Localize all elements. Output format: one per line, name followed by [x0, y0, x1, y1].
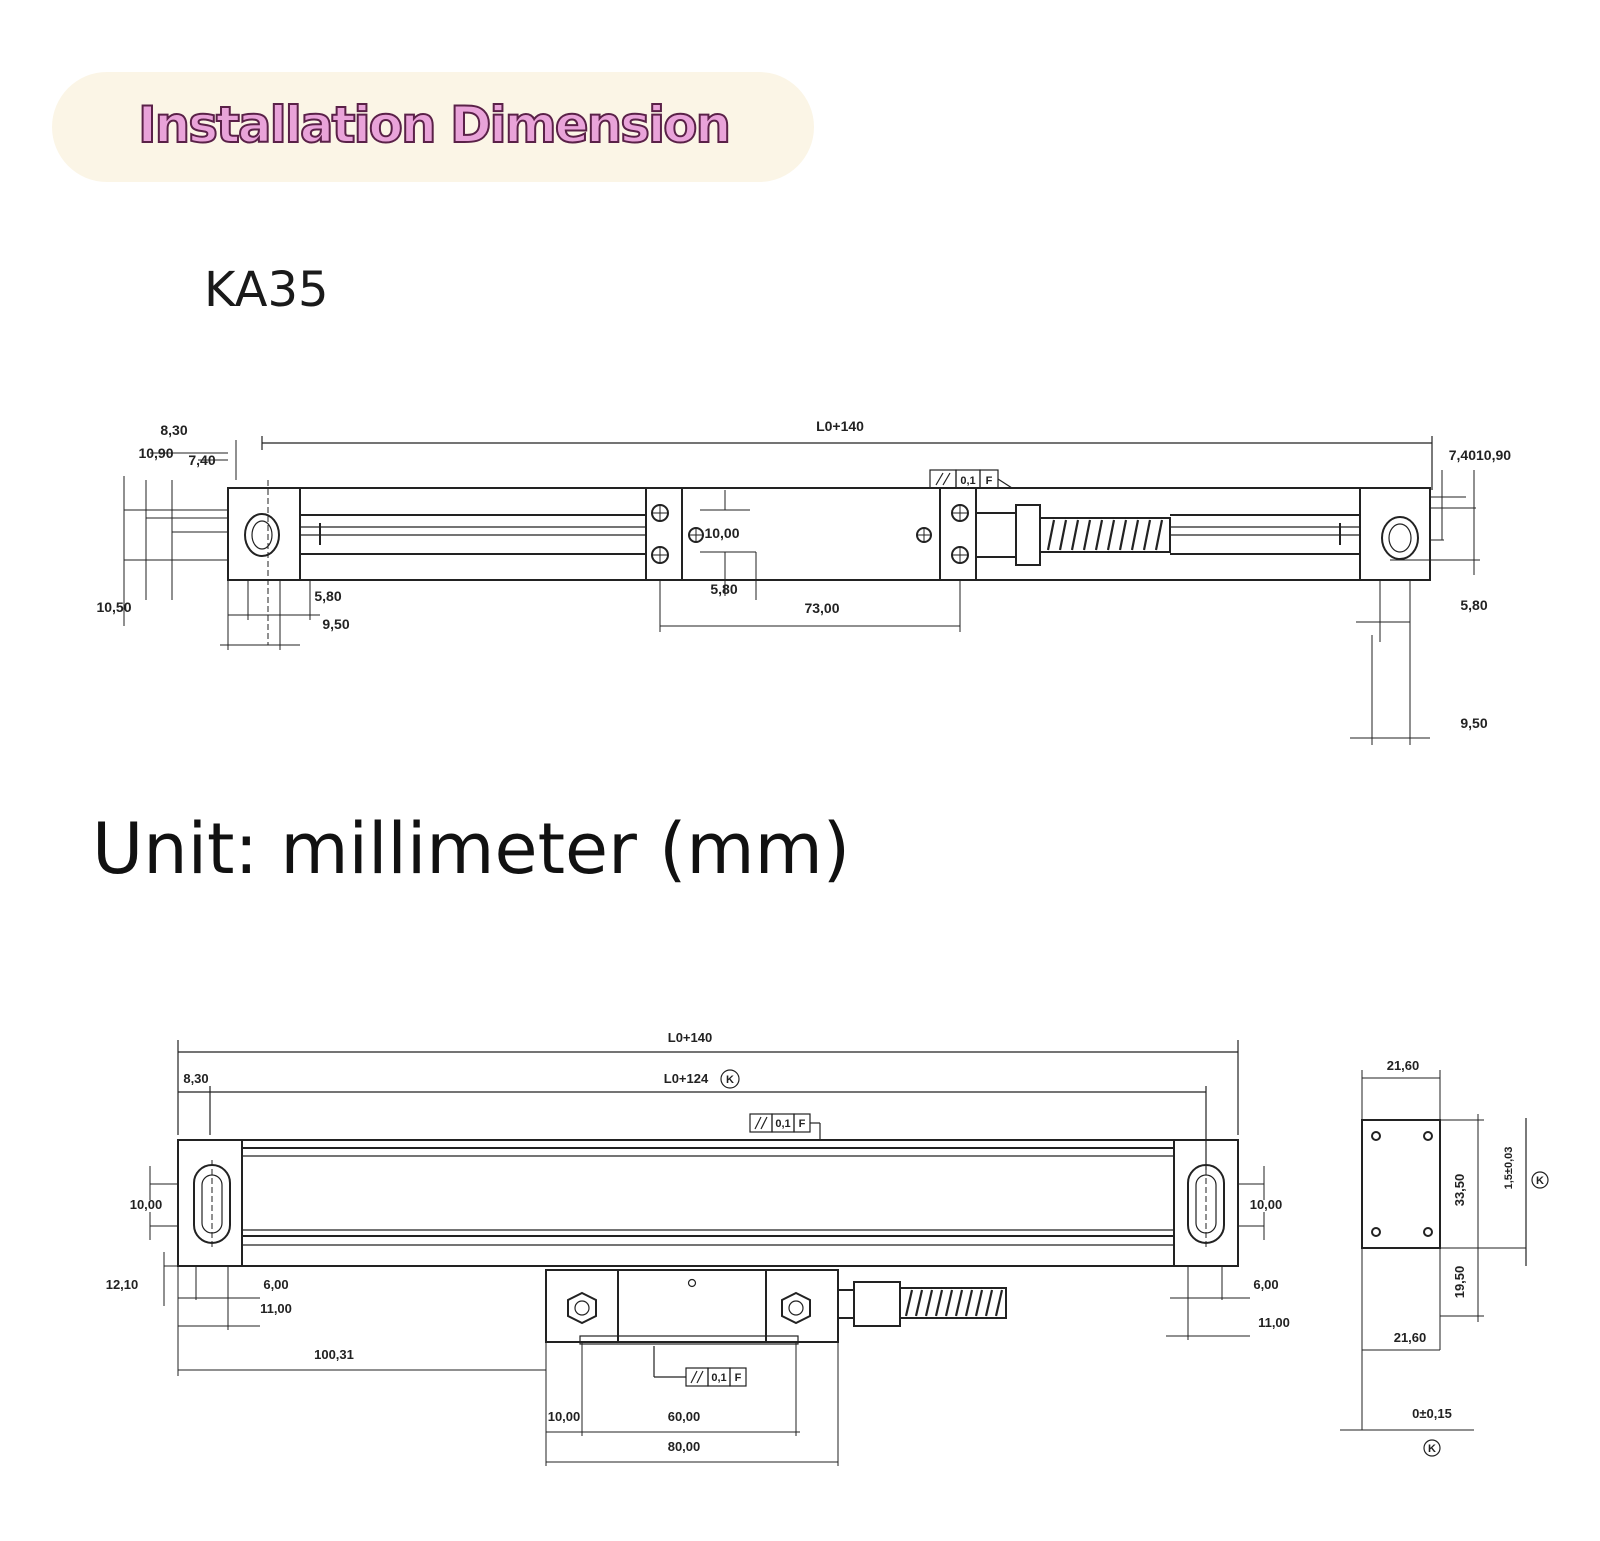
dim-10-90-left: 10,90: [138, 445, 173, 461]
side-view-labels: 21,60 33,50 19,50 1,5±0,03 21,60 0±0,15 …: [1387, 1058, 1544, 1455]
model-label: KA35: [204, 262, 329, 318]
side-datum-k-bottom: K: [1428, 1443, 1436, 1455]
side-height-lower: 19,50: [1452, 1266, 1467, 1299]
datum-k-mark: K: [726, 1074, 734, 1086]
tolerance-value: 0,1: [960, 475, 975, 487]
bottom-inner-length: L0+124: [664, 1071, 709, 1086]
right-end-cap: [1359, 487, 1431, 581]
dim-11-00-left: 11,00: [260, 1301, 292, 1316]
reading-head-bottom: [545, 1269, 839, 1343]
dim-5-80-middle: 5,80: [710, 581, 737, 597]
dim-10-00: 10,00: [704, 525, 739, 541]
bottom-total-length: L0+140: [668, 1030, 712, 1045]
tolerance-bottom-datum: F: [735, 1372, 742, 1384]
dim-5-80-right: 5,80: [1460, 597, 1487, 613]
dim-10-90-right: 10,90: [1476, 447, 1511, 463]
dim-6-00-right: 6,00: [1253, 1277, 1278, 1292]
tolerance-top-value: 0,1: [775, 1118, 790, 1130]
bottom-drawing: [149, 1040, 1265, 1466]
top-drawing: [123, 436, 1480, 745]
dim-9-50-right: 9,50: [1460, 715, 1487, 731]
datum-k-circle: [720, 1069, 740, 1089]
dim-8-30-bottom: 8,30: [183, 1071, 208, 1086]
tolerance-datum: F: [986, 475, 993, 487]
side-height-upper: 33,50: [1452, 1174, 1467, 1207]
title-banner: Installation Dimension: [52, 72, 814, 182]
side-tolerance-bottom: 0±0,15: [1412, 1406, 1452, 1421]
dim-10-00-left: 10,00: [130, 1197, 163, 1212]
top-total-length: L0+140: [816, 418, 864, 434]
page-title: Installation Dimension: [137, 95, 732, 155]
dim-12-10: 12,10: [106, 1277, 139, 1292]
dim-10-50: 10,50: [96, 599, 131, 615]
side-width-bottom: 21,60: [1394, 1330, 1427, 1345]
side-view: [1340, 1070, 1549, 1457]
dim-60-00: 60,00: [668, 1409, 701, 1424]
bottom-drawing-labels: L0+140 L0+124 K 8,30 10,00 12,10 6,00 11…: [106, 1030, 1290, 1454]
dim-80-00: 80,00: [668, 1439, 701, 1454]
dim-9-50-left: 9,50: [322, 616, 349, 632]
scale-body-bottom: [177, 1139, 1239, 1267]
dim-5-80-left: 5,80: [314, 588, 341, 604]
left-end-cap: [227, 487, 301, 581]
dim-7-40-left: 7,40: [188, 452, 215, 468]
right-end-cap-bottom: [1173, 1139, 1239, 1267]
dim-8-30: 8,30: [160, 422, 187, 438]
dim-10-00-right: 10,00: [1250, 1197, 1283, 1212]
dim-11-00-right: 11,00: [1258, 1315, 1290, 1330]
tolerance-top-datum: F: [799, 1118, 806, 1130]
dim-6-00-left: 6,00: [263, 1277, 288, 1292]
side-datum-k-right: K: [1536, 1175, 1544, 1187]
side-tolerance-right: 1,5±0,03: [1503, 1147, 1515, 1190]
dim-100-31: 100,31: [314, 1347, 354, 1362]
reading-head-left-block: [645, 487, 683, 581]
unit-note: Unit: millimeter (mm): [92, 808, 851, 890]
left-end-cap-bottom: [177, 1139, 243, 1267]
dim-7-40-right: 7,40: [1449, 447, 1476, 463]
top-drawing-labels: L0+140 8,30 10,90 7,40 10,50 5,80 9,50 1…: [96, 418, 1511, 731]
dim-10-00-bottom: 10,00: [548, 1409, 581, 1424]
dim-73-00: 73,00: [804, 600, 839, 616]
reading-head-right-block: [939, 487, 977, 581]
scale-body: [227, 487, 1431, 581]
tolerance-bottom-value: 0,1: [711, 1372, 726, 1384]
side-width-top: 21,60: [1387, 1058, 1420, 1073]
